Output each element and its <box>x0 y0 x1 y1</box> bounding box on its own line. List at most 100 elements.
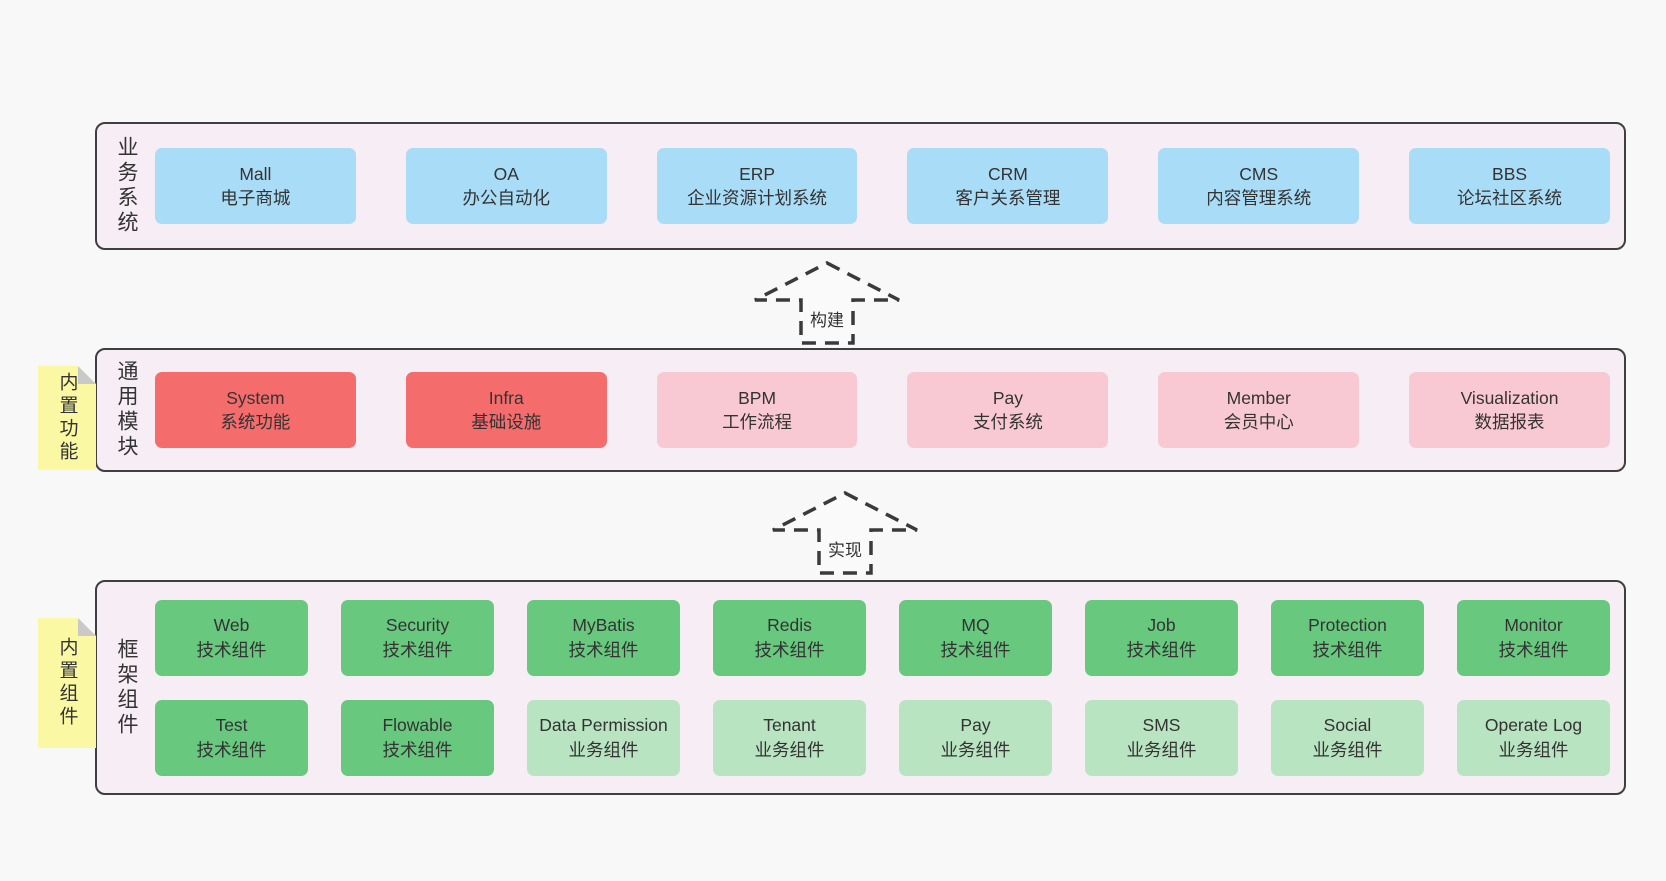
box-subtitle: 支付系统 <box>972 412 1043 432</box>
box-mall: Mall 电子商城 <box>155 148 356 224</box>
box-title: Flowable <box>382 715 453 735</box>
box-subtitle: 电子商城 <box>220 188 291 208</box>
common-modules-label: 通用模块 <box>115 360 138 460</box>
box-subtitle: 业务组件 <box>1312 739 1383 760</box>
box-title: Pay <box>960 715 991 735</box>
framework-components-body: Web 技术组件 Security 技术组件 MyBatis 技术组件 Redi… <box>155 582 1624 793</box>
box-oa: OA 办公自动化 <box>405 148 607 224</box>
box-title: Redis <box>767 615 812 635</box>
framework-components-row-1: Web 技术组件 Security 技术组件 MyBatis 技术组件 Redi… <box>155 599 1610 676</box>
box-system: System 系统功能 <box>155 372 356 448</box>
up-block-arrow-icon <box>772 491 918 575</box>
box-subtitle: 论坛社区系统 <box>1457 188 1563 208</box>
box-title: Test <box>215 715 248 735</box>
box-erp: ERP 企业资源计划系统 <box>656 148 858 224</box>
box-title: Web <box>213 615 250 635</box>
box-pay-component: Pay 业务组件 <box>899 699 1052 776</box>
box-tenant: Tenant 业务组件 <box>713 699 866 776</box>
box-subtitle: 业务组件 <box>1126 739 1197 760</box>
builtin-components-note: 内置组件 <box>38 618 96 748</box>
business-systems-body: Mall 电子商城 OA 办公自动化 ERP 企业资源计划系统 CRM 客户关系… <box>155 124 1624 248</box>
box-title: Monitor <box>1504 615 1563 635</box>
build-arrow-label: 构建 <box>807 306 847 331</box>
box-subtitle: 技术组件 <box>196 639 267 660</box>
box-title: Data Permission <box>539 715 668 735</box>
box-protection: Protection 技术组件 <box>1271 599 1424 676</box>
box-title: Protection <box>1308 615 1387 635</box>
box-title: Operate Log <box>1484 715 1583 735</box>
box-crm: CRM 客户关系管理 <box>907 148 1109 224</box>
box-title: Security <box>385 615 450 635</box>
box-title: BPM <box>738 387 777 408</box>
box-cms: CMS 内容管理系统 <box>1158 148 1360 224</box>
box-visualization: Visualization 数据报表 <box>1409 372 1610 448</box>
box-title: Job <box>1147 615 1176 635</box>
box-data-permission: Data Permission 业务组件 <box>527 699 680 776</box>
builtin-components-note-text: 内置组件 <box>56 637 78 729</box>
box-subtitle: 企业资源计划系统 <box>687 188 828 208</box>
box-subtitle: 技术组件 <box>196 739 267 760</box>
box-subtitle: 系统功能 <box>220 412 291 432</box>
implement-arrow-label: 实现 <box>825 536 865 561</box>
business-systems-layer: 业务系统 Mall 电子商城 OA 办公自动化 ERP 企业资源计划系统 CRM… <box>95 122 1626 250</box>
box-test: Test 技术组件 <box>155 699 308 776</box>
box-title: System <box>226 387 285 408</box>
box-title: CMS <box>1239 163 1279 184</box>
box-redis: Redis 技术组件 <box>713 599 866 676</box>
box-operate-log: Operate Log 业务组件 <box>1457 699 1610 776</box>
box-subtitle: 技术组件 <box>1498 639 1569 660</box>
framework-components-row-2: Test 技术组件 Flowable 技术组件 Data Permission … <box>155 699 1610 776</box>
common-modules-body: System 系统功能 Infra 基础设施 BPM 工作流程 Pay 支付系统… <box>155 350 1624 470</box>
box-subtitle: 技术组件 <box>940 639 1011 660</box>
box-mq: MQ 技术组件 <box>899 599 1052 676</box>
box-subtitle: 业务组件 <box>1498 739 1569 760</box>
note-fold-icon <box>78 618 96 636</box>
builtin-functions-note-text: 内置功能 <box>56 372 78 464</box>
box-title: CRM <box>987 163 1028 184</box>
business-systems-label: 业务系统 <box>115 136 138 236</box>
box-title: Member <box>1226 387 1291 408</box>
up-block-arrow-icon <box>754 261 900 345</box>
box-subtitle: 数据报表 <box>1474 412 1545 432</box>
box-web: Web 技术组件 <box>155 599 308 676</box>
box-member: Member 会员中心 <box>1158 372 1360 448</box>
box-title: ERP <box>739 163 776 184</box>
box-subtitle: 办公自动化 <box>462 188 550 208</box>
box-subtitle: 技术组件 <box>568 639 639 660</box>
box-bpm: BPM 工作流程 <box>656 372 858 448</box>
box-title: Infra <box>488 387 524 408</box>
framework-components-label: 框架组件 <box>115 637 138 738</box>
note-fold-icon <box>78 366 96 384</box>
framework-components-layer: 框架组件 Web 技术组件 Security 技术组件 MyBatis 技术组件… <box>95 580 1626 795</box>
box-subtitle: 内容管理系统 <box>1206 188 1312 208</box>
box-subtitle: 技术组件 <box>1312 639 1383 660</box>
box-infra: Infra 基础设施 <box>405 372 607 448</box>
box-subtitle: 业务组件 <box>568 739 639 760</box>
box-subtitle: 技术组件 <box>382 639 453 660</box>
box-subtitle: 会员中心 <box>1223 412 1294 432</box>
box-title: MQ <box>961 615 990 635</box>
box-title: OA <box>493 163 519 184</box>
common-modules-layer: 通用模块 System 系统功能 Infra 基础设施 BPM 工作流程 Pay… <box>95 348 1626 472</box>
implement-arrow: 实现 <box>770 490 920 576</box>
box-subtitle: 客户关系管理 <box>955 188 1061 208</box>
box-title: Pay <box>992 387 1023 408</box>
box-subtitle: 业务组件 <box>940 739 1011 760</box>
common-modules-row: System 系统功能 Infra 基础设施 BPM 工作流程 Pay 支付系统… <box>155 372 1610 448</box>
box-title: BBS <box>1492 163 1528 184</box>
box-mybatis: MyBatis 技术组件 <box>527 599 680 676</box>
box-subtitle: 技术组件 <box>754 639 825 660</box>
box-pay-module: Pay 支付系统 <box>907 372 1109 448</box>
box-subtitle: 技术组件 <box>382 739 453 760</box>
business-systems-row: Mall 电子商城 OA 办公自动化 ERP 企业资源计划系统 CRM 客户关系… <box>155 148 1610 224</box>
box-title: MyBatis <box>572 615 635 635</box>
box-social: Social 业务组件 <box>1271 699 1424 776</box>
box-sms: SMS 业务组件 <box>1085 699 1238 776</box>
box-title: Tenant <box>763 715 816 735</box>
box-title: Visualization <box>1460 387 1559 408</box>
box-title: Social <box>1323 715 1372 735</box>
box-monitor: Monitor 技术组件 <box>1457 599 1610 676</box>
box-flowable: Flowable 技术组件 <box>341 699 494 776</box>
box-subtitle: 工作流程 <box>722 412 793 432</box>
box-subtitle: 基础设施 <box>471 412 542 432</box>
